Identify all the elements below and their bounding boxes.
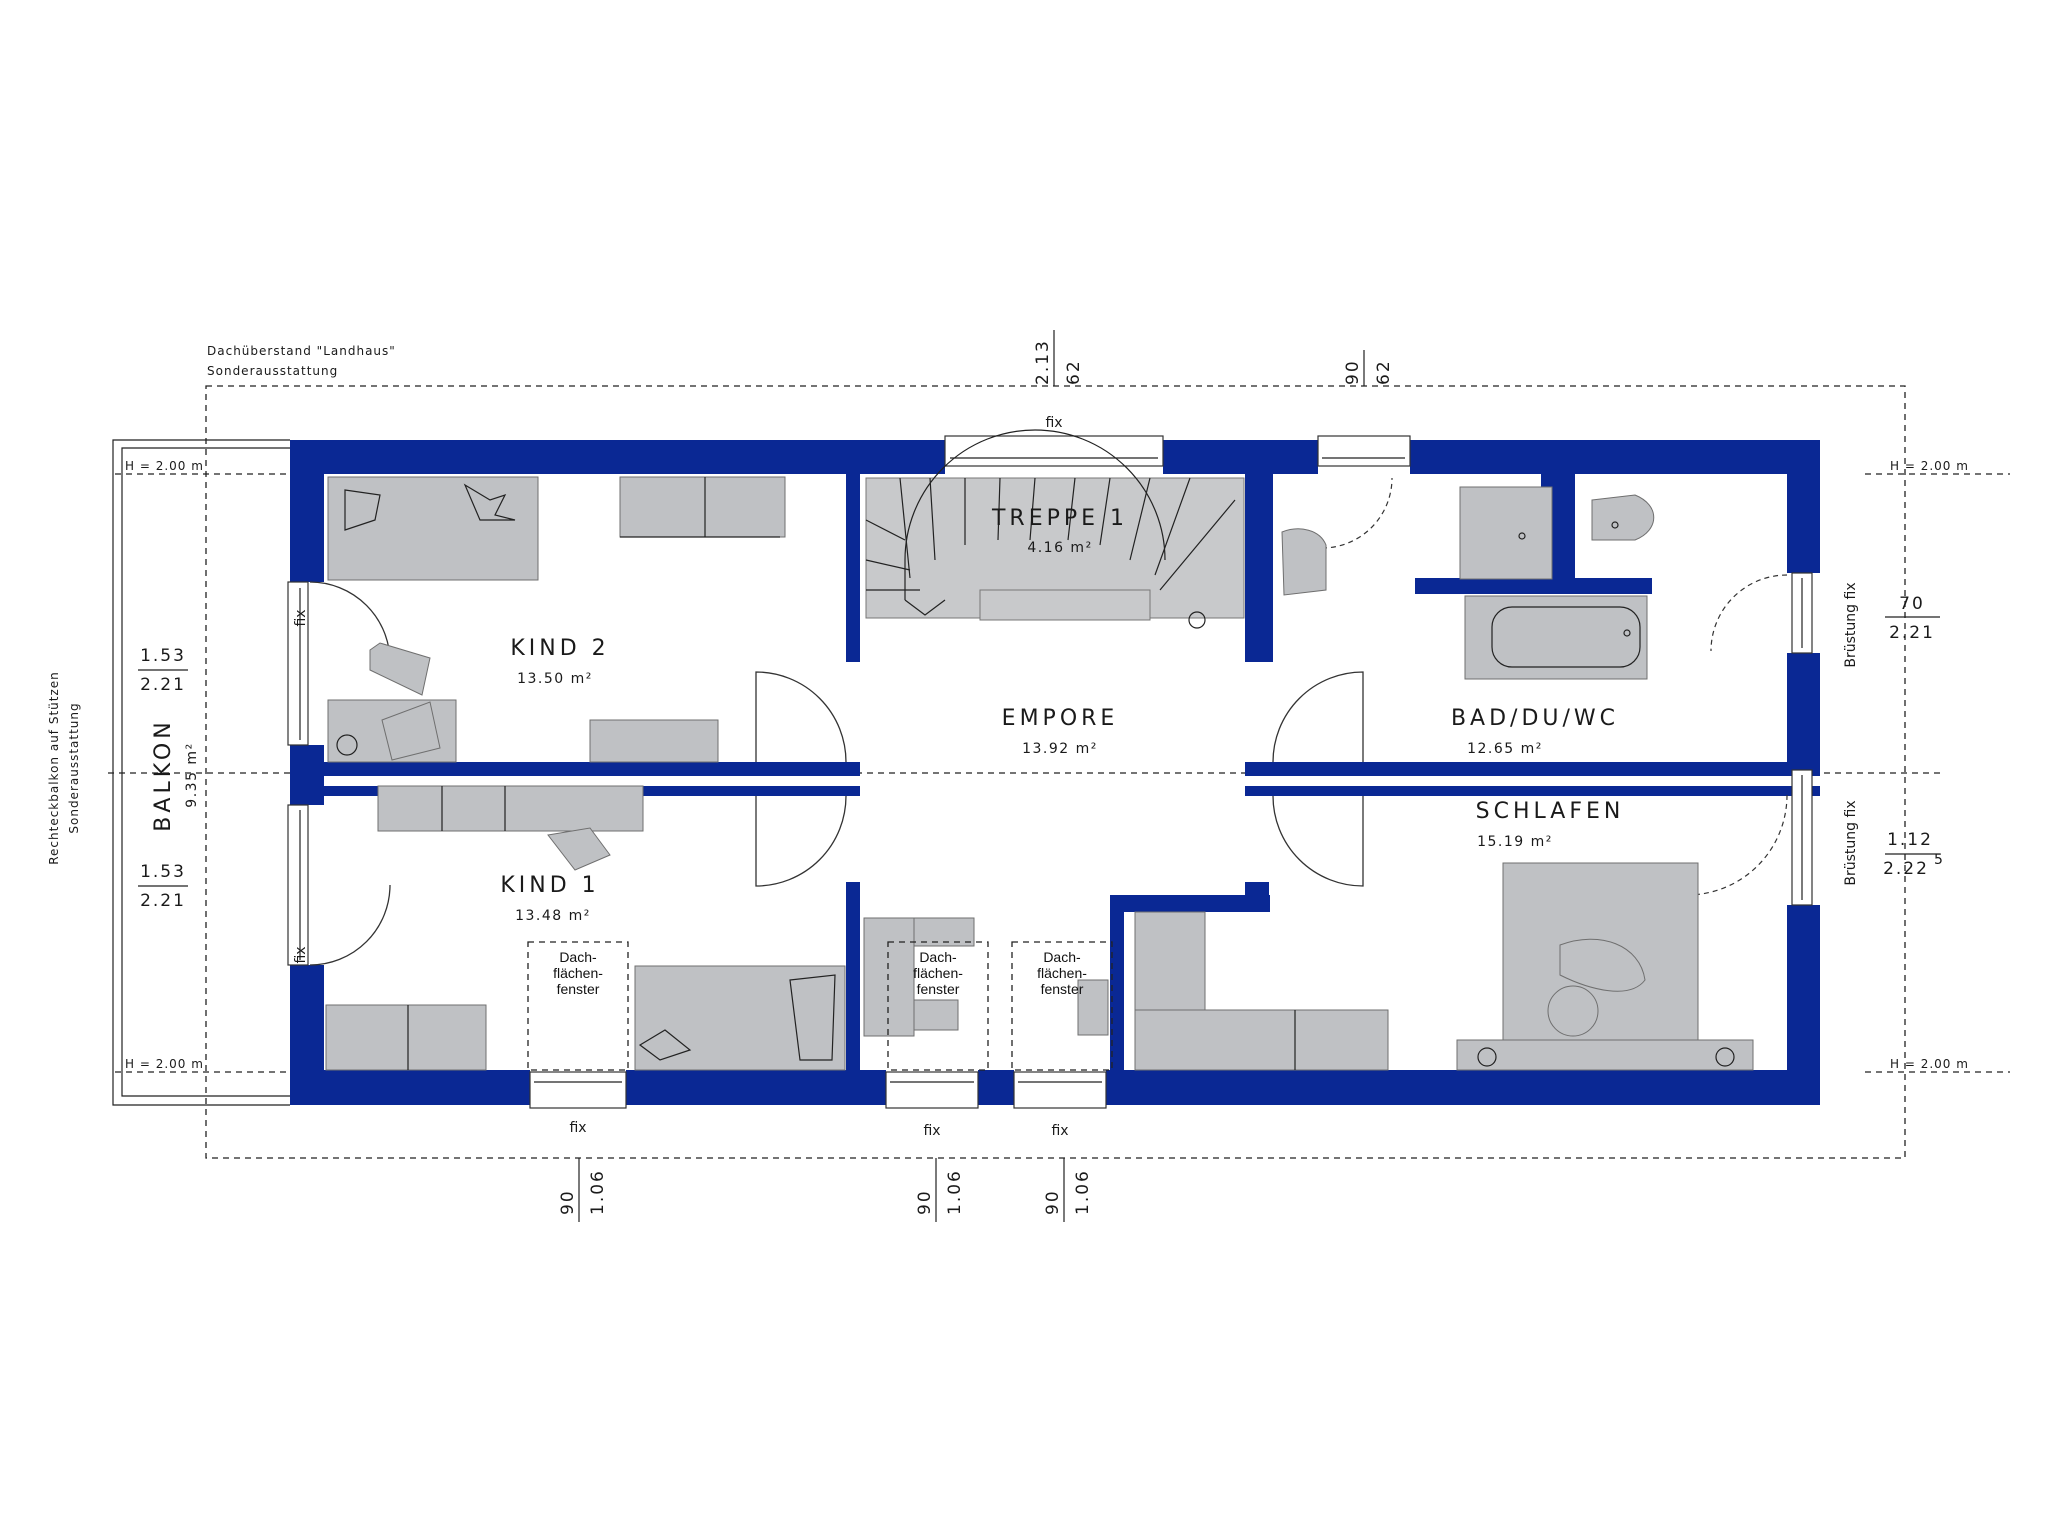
dim-right-1-top: 70 — [1899, 594, 1925, 614]
room-name-empore: EMPORE — [1002, 706, 1119, 731]
dim-left-2-bottom: 2.21 — [140, 891, 186, 911]
balcony-note: Rechteckbalkon auf Stützen — [47, 671, 61, 865]
dim-bottom-1-b: 1.06 — [588, 1169, 608, 1215]
height-top-left: H = 2.00 m — [125, 459, 204, 473]
room-area-schlafen: 15.19 m² — [1477, 834, 1553, 850]
room-name-schlafen: SCHLAFEN — [1476, 799, 1625, 824]
bruestung-label-schlafen: Brüstung fix — [1843, 800, 1859, 885]
skylight-2-line1: Dach- — [919, 949, 957, 965]
window-fix-label-mid: fix — [923, 1123, 940, 1139]
skylight-1 — [527, 941, 629, 1071]
dim-bottom-2-a: 90 — [915, 1189, 935, 1215]
dim-left-1-bottom: 2.21 — [140, 675, 186, 695]
room-area-kind2: 13.50 m² — [517, 671, 593, 687]
dim-left-2-top: 1.53 — [140, 862, 186, 882]
room-area-balkon: 9.35 m² — [184, 742, 200, 807]
dim-bottom-1-a: 90 — [558, 1189, 578, 1215]
dim-right-2-top: 1.12 — [1887, 830, 1933, 850]
skylight-3-line1: Dach- — [1043, 949, 1081, 965]
dim-top-2-a: 90 — [1343, 359, 1363, 385]
skylight-2 — [887, 941, 989, 1071]
skylight-1-line3: fenster — [557, 981, 600, 997]
height-markers — [115, 473, 2010, 1073]
room-area-empore: 13.92 m² — [1022, 741, 1098, 757]
windows — [287, 435, 1813, 1109]
height-top-right: H = 2.00 m — [1890, 459, 1969, 473]
dim-right-2-sup: 5 — [1934, 852, 1943, 868]
room-name-treppe: TREPPE 1 — [991, 506, 1128, 531]
skylight-3-line2: flächen- — [1037, 965, 1087, 981]
dim-bottom-3-a: 90 — [1043, 1189, 1063, 1215]
dim-bottom-2-b: 1.06 — [945, 1169, 965, 1215]
furniture-empore — [863, 917, 1109, 1037]
height-bottom-left: H = 2.00 m — [125, 1057, 204, 1071]
balcony — [112, 439, 290, 1106]
window-fix-label-top: fix — [1045, 415, 1062, 431]
room-name-bad: BAD/DU/WC — [1451, 706, 1619, 731]
window-fix-label-right: fix — [1051, 1123, 1068, 1139]
window-fix-label-kind2-side: fix — [293, 609, 309, 626]
skylight-3-line3: fenster — [1041, 981, 1084, 997]
furniture-schlafen — [1134, 862, 1754, 1071]
room-name-kind2: KIND 2 — [510, 636, 609, 661]
height-bottom-right: H = 2.00 m — [1890, 1057, 1969, 1071]
skylight-3 — [1011, 941, 1113, 1071]
roof-overhang-sublabel: Sonderausstattung — [207, 364, 338, 378]
room-area-treppe: 4.16 m² — [1027, 540, 1092, 556]
room-area-kind1: 13.48 m² — [515, 908, 591, 924]
dim-bottom-3-b: 1.06 — [1073, 1169, 1093, 1215]
skylight-1-line2: flächen- — [553, 965, 603, 981]
dim-right-1-bottom: 2.21 — [1889, 623, 1935, 643]
balcony-note-sub: Sonderausstattung — [67, 702, 81, 833]
window-fix-label-kind1-side: fix — [293, 946, 309, 963]
skylight-2-line2: flächen- — [913, 965, 963, 981]
doors — [309, 477, 1788, 966]
dim-left-1-top: 1.53 — [140, 646, 186, 666]
roof-overhang-label: Dachüberstand "Landhaus" — [207, 344, 396, 358]
bruestung-label-bad: Brüstung fix — [1843, 582, 1859, 667]
furniture-bad — [1281, 486, 1655, 680]
room-name-kind1: KIND 1 — [500, 873, 599, 898]
furniture-kind2 — [327, 476, 786, 763]
skylight-1-line1: Dach- — [559, 949, 597, 965]
room-area-bad: 12.65 m² — [1467, 741, 1543, 757]
dim-top-1-b: 62 — [1064, 359, 1084, 385]
dim-top-2-b: 62 — [1374, 359, 1394, 385]
roof-overhang-outline — [205, 385, 1906, 1159]
dim-right-2-bottom: 2.22 — [1883, 859, 1929, 879]
window-fix-label-kind1: fix — [569, 1120, 586, 1136]
dim-top-1-a: 2.13 — [1033, 339, 1053, 385]
furniture-kind1 — [325, 785, 846, 1071]
staircase — [865, 429, 1245, 629]
skylight-2-line3: fenster — [917, 981, 960, 997]
room-name-balkon: BALKON — [151, 718, 176, 831]
